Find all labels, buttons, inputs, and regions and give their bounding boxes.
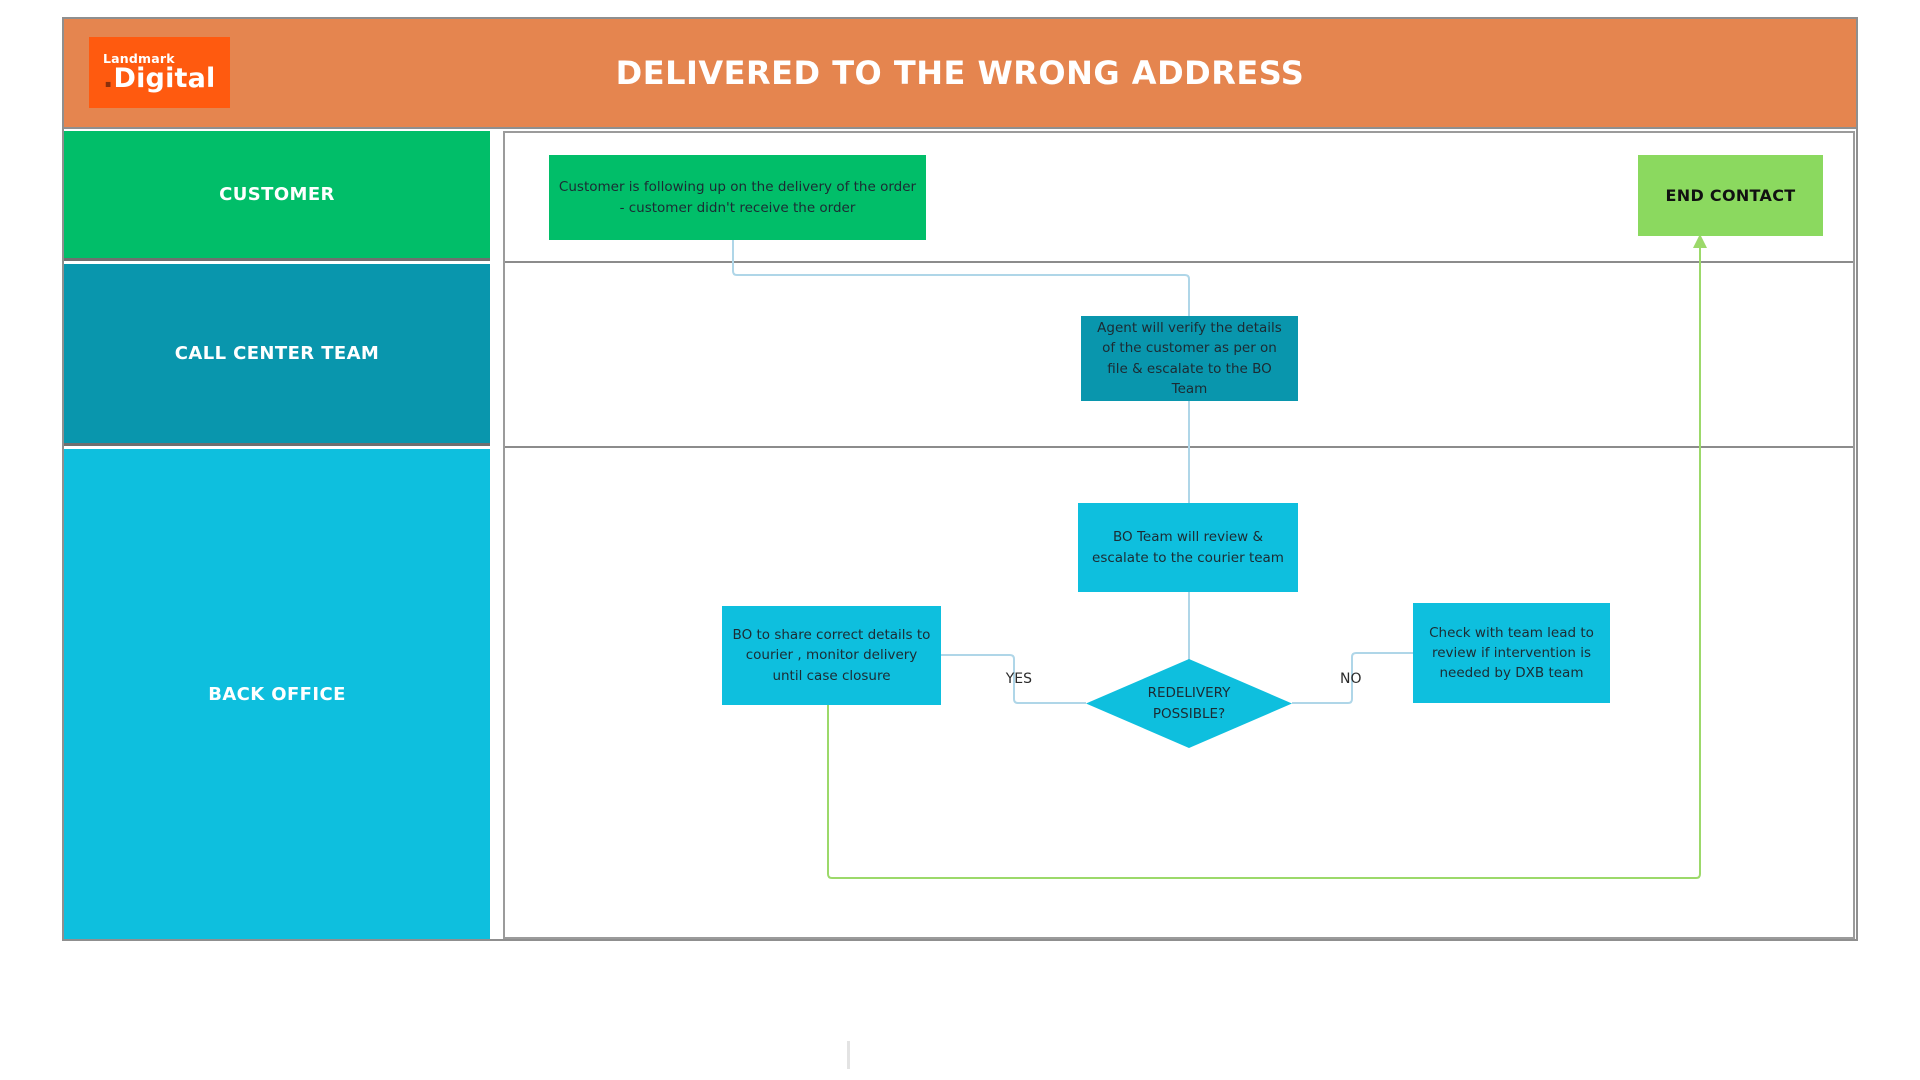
logo-text-digital: Digital — [113, 62, 216, 94]
edge-label-no: NO — [1340, 671, 1362, 687]
lane-divider — [505, 261, 1853, 263]
logo-text-bottom: .Digital — [103, 62, 230, 94]
swimlane-label-call-center-team: CALL CENTER TEAM — [64, 264, 490, 446]
lane-divider — [505, 446, 1853, 448]
logo-text-top: Landmark — [103, 50, 175, 66]
swimlane-label-back-office: BACK OFFICE — [64, 449, 490, 939]
node-customer-inquiry[interactable]: Customer is following up on the delivery… — [549, 155, 926, 240]
node-check-team-lead[interactable]: Check with team lead to review if interv… — [1413, 603, 1610, 703]
page-title: DELIVERED TO THE WRONG ADDRESS — [615, 54, 1305, 92]
stray-connector-line — [847, 1041, 850, 1069]
node-agent-verify[interactable]: Agent will verify the details of the cus… — [1081, 316, 1298, 401]
brand-logo: Landmark .Digital — [89, 37, 230, 108]
logo-dot: . — [103, 62, 114, 94]
node-end-contact[interactable]: END CONTACT — [1638, 155, 1823, 236]
node-bo-review[interactable]: BO Team will review & escalate to the co… — [1078, 503, 1298, 592]
header-bar — [64, 19, 1856, 129]
swimlane-label-customer: CUSTOMER — [64, 131, 490, 261]
edge-label-yes: YES — [1005, 671, 1032, 687]
node-bo-share[interactable]: BO to share correct details to courier ,… — [722, 606, 941, 705]
